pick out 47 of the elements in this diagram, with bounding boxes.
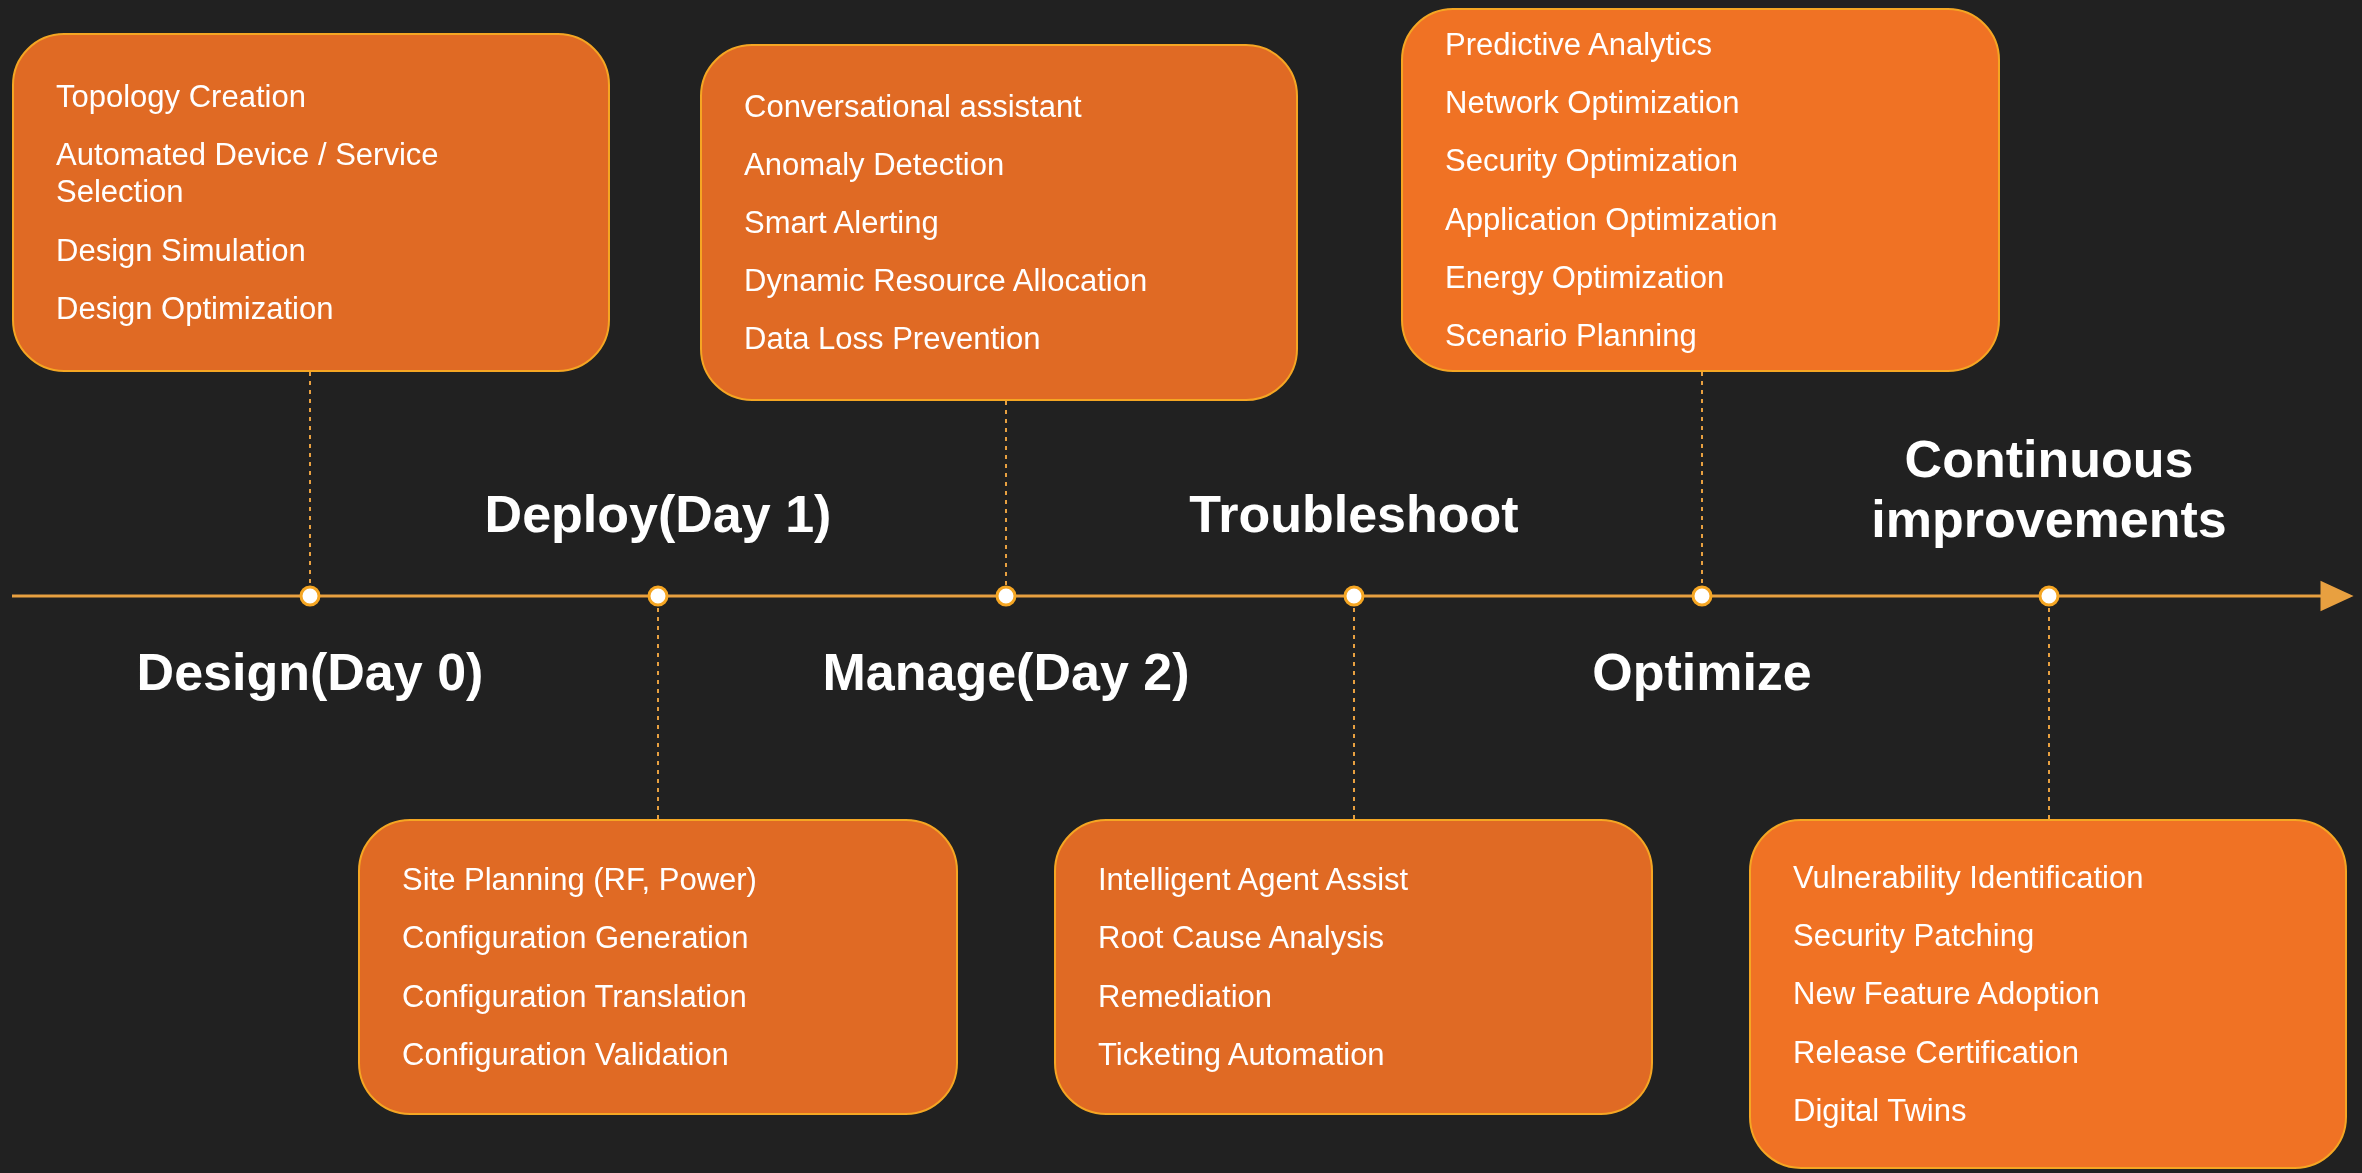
feature-item: Intelligent Agent Assist — [1098, 861, 1410, 899]
timeline-dot — [2038, 585, 2060, 607]
timeline-dot — [1343, 585, 1365, 607]
feature-item: Root Cause Analysis — [1098, 919, 1386, 957]
feature-item: Network Optimization — [1445, 84, 1741, 122]
timeline-dot — [299, 585, 321, 607]
feature-item: Release Certification — [1793, 1033, 2081, 1071]
feature-card — [358, 819, 958, 1115]
timeline-dot — [1691, 585, 1713, 607]
feature-item: Security Optimization — [1445, 142, 1739, 180]
feature-item: Scenario Planning — [1445, 316, 1698, 355]
stage-label: Manage(Day 2) — [821, 643, 1191, 703]
timeline-dot — [647, 585, 669, 607]
feature-item: Data Loss Prevention — [744, 320, 1042, 358]
feature-item: Site Planning (RF, Power) — [402, 861, 758, 899]
feature-item: New Feature Adoption — [1793, 975, 2101, 1013]
feature-item: Security Patching — [1793, 917, 2036, 955]
feature-item: Design Simulation — [56, 231, 307, 269]
feature-item: Vulnerability Identification — [1793, 859, 2145, 897]
timeline-dot — [995, 585, 1017, 607]
feature-item: Configuration Translation — [402, 977, 748, 1015]
feature-item: Conversational assistant — [744, 87, 1083, 125]
stage-label: Continuous improvements — [1870, 430, 2228, 550]
stage-label: Design(Day 0) — [135, 643, 485, 703]
feature-item: Digital Twins — [1793, 1091, 1968, 1129]
feature-item: Predictive Analytics — [1445, 25, 1714, 64]
feature-item: Remediation — [1098, 977, 1274, 1015]
feature-item: Application Optimization — [1445, 200, 1779, 238]
feature-item: Configuration Validation — [402, 1035, 730, 1073]
feature-item: Design Optimization — [56, 289, 335, 327]
feature-item: Smart Alerting — [744, 203, 940, 242]
feature-item: Dynamic Resource Allocation — [744, 262, 1149, 300]
feature-card — [1054, 819, 1653, 1115]
feature-card — [700, 44, 1298, 401]
stage-label: Troubleshoot — [1188, 485, 1520, 545]
feature-item: Anomaly Detection — [744, 145, 1006, 183]
feature-item: Ticketing Automation — [1098, 1035, 1386, 1073]
feature-card — [1749, 819, 2347, 1169]
leader-line — [1005, 400, 1007, 588]
feature-item: Automated Device / Service Selection — [56, 136, 440, 211]
stage-label: Optimize — [1591, 643, 1813, 703]
stage-label: Deploy(Day 1) — [483, 485, 833, 545]
feature-item: Configuration Generation — [402, 919, 750, 957]
feature-card — [12, 33, 610, 372]
feature-item: Energy Optimization — [1445, 258, 1726, 296]
feature-item: Topology Creation — [56, 78, 307, 116]
feature-card — [1401, 8, 2000, 372]
